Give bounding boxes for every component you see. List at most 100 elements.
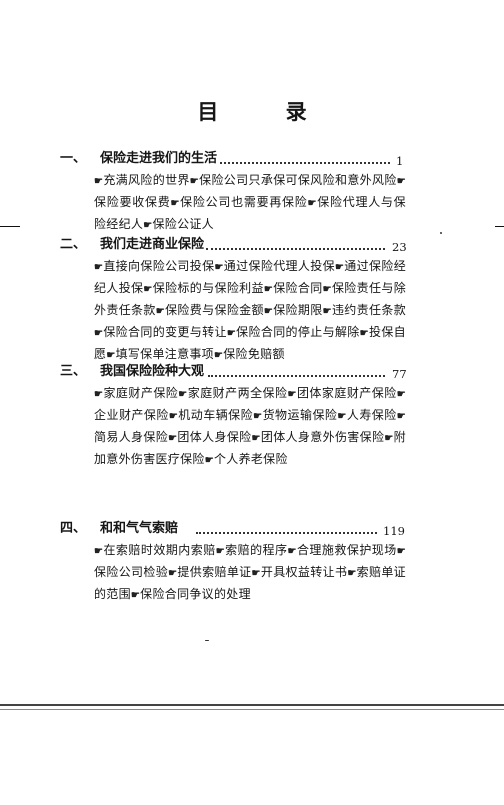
page-number: 1	[396, 154, 404, 168]
margin-mark	[0, 226, 20, 227]
section-item[interactable]: 保险标的与保险利益	[152, 281, 264, 295]
pointing-hand-icon: ☛	[396, 389, 406, 400]
section-item[interactable]: 保险合同的停止与解除	[236, 325, 360, 339]
section-list: ☛充满风险的世界☛保险公司只承保可保风险和意外风险☛保险要收保费☛保险公司也需要…	[94, 170, 406, 236]
pointing-hand-icon: ☛	[347, 568, 357, 579]
section-item[interactable]: 充满风险的世界	[103, 173, 190, 187]
chapter-heading[interactable]: 三、我国保险险种大观 77	[60, 361, 410, 383]
section-item[interactable]: 家庭财产两全保险	[187, 386, 288, 400]
section-item[interactable]: 机动车辆保险	[178, 408, 254, 422]
section-item[interactable]: 保险公司检验	[94, 565, 169, 579]
chapter-heading[interactable]: 一、保险走进我们的生活 1	[60, 148, 410, 170]
section-item[interactable]: 团体家庭财产保险	[296, 386, 397, 400]
pointing-hand-icon: ☛	[251, 568, 261, 579]
chapter-title: 我国保险险种大观	[100, 361, 207, 383]
section-item[interactable]: 简易人身保险	[94, 430, 169, 444]
section-item[interactable]: 索赔单证的范围	[94, 565, 406, 601]
pointing-hand-icon: ☛	[322, 306, 332, 317]
pointing-hand-icon: ☛	[359, 328, 369, 339]
chapter-title: 保险走进我们的生活	[100, 148, 220, 170]
pointing-hand-icon: ☛	[251, 433, 261, 444]
section-item[interactable]: 保险公司也需要再保险	[179, 195, 308, 209]
pointing-hand-icon: ☛	[94, 328, 104, 339]
section-item[interactable]: 人寿保险	[346, 408, 397, 422]
margin-mark-right	[495, 226, 504, 227]
pointing-hand-icon: ☛	[106, 350, 116, 361]
section-item[interactable]: 开具权益转让书	[260, 565, 348, 579]
chapter-number: 一、	[60, 151, 87, 166]
section-item[interactable]: 投保自愿	[94, 325, 406, 361]
section-item[interactable]: 保险合同的变更与转让	[103, 325, 227, 339]
section-item[interactable]: 通过保险代理人投保	[223, 259, 335, 273]
pointing-hand-icon: ☛	[384, 433, 394, 444]
section-item[interactable]: 保险期限	[273, 303, 323, 317]
bottom-rule-secondary	[0, 709, 504, 710]
pointing-hand-icon: ☛	[213, 350, 224, 361]
section-item[interactable]: 保险免赔额	[223, 347, 285, 361]
section-item[interactable]: 保险合同争议的处理	[140, 587, 251, 601]
section-item[interactable]: 填写保单注意事项	[115, 347, 214, 361]
section-item[interactable]: 违约责任条款	[331, 303, 406, 317]
pointing-hand-icon: ☛	[143, 220, 153, 231]
pointing-hand-icon: ☛	[334, 262, 345, 273]
section-item[interactable]: 合理施救保护现场	[296, 543, 397, 557]
chapter-number: 四、	[60, 521, 87, 536]
chapter-title: 和和气气索赔	[100, 518, 181, 540]
speck	[205, 640, 209, 641]
pointing-hand-icon: ☛	[226, 328, 237, 339]
section-item[interactable]: 保险公证人	[152, 217, 214, 231]
pointing-hand-icon: ☛	[143, 284, 153, 295]
section-item[interactable]: 保险合同	[273, 281, 323, 295]
section-list: ☛直接向保险公司投保☛通过保险代理人投保☛通过保险经纪人投保☛保险标的与保险利益…	[94, 256, 406, 366]
pointing-hand-icon: ☛	[168, 411, 179, 422]
section-item[interactable]: 个人养老保险	[213, 452, 288, 466]
pointing-hand-icon: ☛	[189, 176, 200, 187]
pointing-hand-icon: ☛	[178, 389, 188, 400]
section-item[interactable]: 保险费与保险金额	[165, 303, 264, 317]
section-item[interactable]: 保险责任与除外责任条款	[94, 281, 406, 317]
page-number: 23	[392, 240, 407, 254]
section-item[interactable]: 直接向保险公司投保	[103, 259, 215, 273]
page-number: 77	[392, 367, 407, 381]
section-item[interactable]: 企业财产保险	[94, 408, 169, 422]
section-item[interactable]: 家庭财产保险	[103, 386, 179, 400]
section-item[interactable]: 通过保险经纪人投保	[94, 259, 406, 295]
pointing-hand-icon: ☛	[94, 262, 104, 273]
section-item[interactable]: 在索赔时效期内索赔	[103, 543, 216, 557]
dot-leader	[208, 375, 385, 377]
pointing-hand-icon: ☛	[337, 411, 347, 422]
chapter-number: 三、	[60, 364, 87, 379]
pointing-hand-icon: ☛	[168, 568, 178, 579]
section-item[interactable]: 附加意外伤害医疗保险	[94, 430, 406, 466]
speck	[440, 232, 442, 234]
section-item[interactable]: 团体人身意外伤害保险	[260, 430, 385, 444]
section-item[interactable]: 保险要收保费	[94, 195, 171, 209]
pointing-hand-icon: ☛	[287, 389, 297, 400]
pointing-hand-icon: ☛	[130, 590, 141, 601]
section-item[interactable]: 索赔的程序	[224, 543, 288, 557]
section-item[interactable]: 提供索赔单证	[177, 565, 252, 579]
section-list: ☛在索赔时效期内索赔☛索赔的程序☛合理施救保护现场☛保险公司检验☛提供索赔单证☛…	[94, 540, 406, 606]
pointing-hand-icon: ☛	[253, 411, 263, 422]
pointing-hand-icon: ☛	[263, 284, 274, 295]
pointing-hand-icon: ☛	[94, 176, 104, 187]
section-item[interactable]: 团体人身保险	[177, 430, 252, 444]
chapter-heading[interactable]: 四、和和气气索赔 119	[60, 518, 410, 540]
dot-leader	[196, 532, 377, 534]
section-item[interactable]: 保险公司只承保可保风险和意外风险	[199, 173, 397, 187]
pointing-hand-icon: ☛	[396, 546, 407, 557]
page-title: 目 录	[197, 100, 337, 124]
dot-leader	[220, 162, 390, 164]
section-item[interactable]: 货物运输保险	[262, 408, 338, 422]
page-number: 119	[383, 524, 405, 538]
pointing-hand-icon: ☛	[263, 306, 274, 317]
section-item[interactable]: 保险代理人与保险经纪人	[94, 195, 406, 231]
bottom-rule	[0, 704, 504, 706]
pointing-hand-icon: ☛	[94, 546, 104, 557]
pointing-hand-icon: ☛	[307, 198, 317, 209]
